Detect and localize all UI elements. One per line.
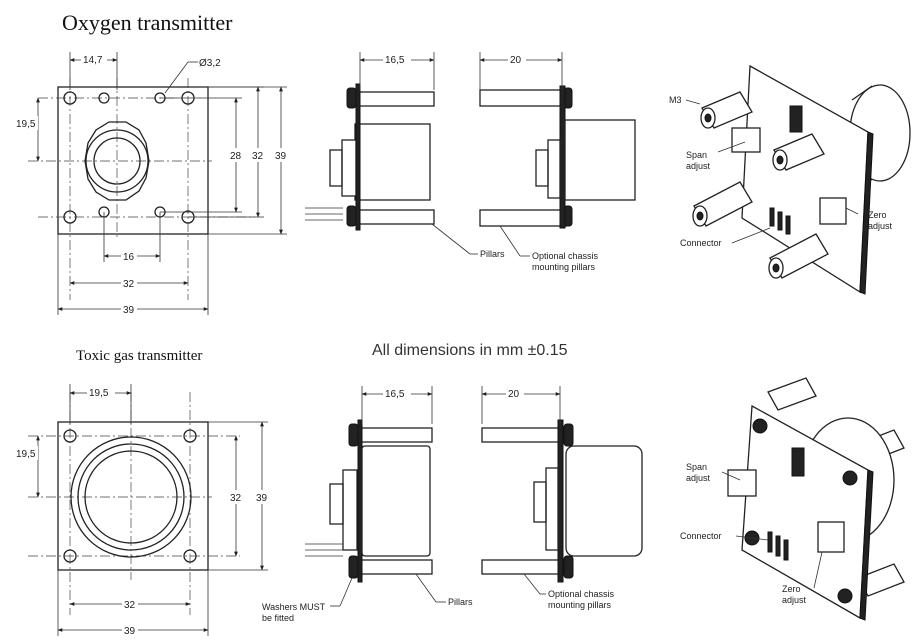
- oxygen-isometric-view: M3 Span adjust Zero adjust Connector: [669, 64, 911, 295]
- oxygen-front-view: 14,7 Ø3,2 19,5 28 32 39 16 32: [14, 52, 288, 316]
- optional-pillars-line1: Optional chassis: [548, 589, 615, 599]
- mounting-hole: [63, 91, 77, 105]
- washers-line2: be fitted: [262, 613, 294, 623]
- span-adjust-line1: Span: [686, 462, 707, 472]
- zero-adjust-line1: Zero: [868, 210, 887, 220]
- dim-19-5-top: 19,5: [89, 388, 109, 399]
- optional-pillars-line1: Optional chassis: [532, 251, 599, 261]
- dim-28: 28: [230, 151, 242, 162]
- zero-adjust-line1: Zero: [782, 584, 801, 594]
- dim-hole-diameter: Ø3,2: [199, 58, 221, 69]
- dim-16-5: 16,5: [385, 389, 405, 400]
- connector-label: Connector: [680, 531, 722, 541]
- dim-20: 20: [508, 389, 520, 400]
- toxic-side-view-left: 16,5 Washers MUST be fitted Pillars: [262, 386, 473, 623]
- toxic-title: Toxic gas transmitter: [76, 348, 202, 364]
- dim-16: 16: [123, 252, 135, 263]
- optional-pillars-line2: mounting pillars: [532, 262, 596, 272]
- pillars-label: Pillars: [448, 597, 473, 607]
- dim-16-5: 16,5: [385, 55, 405, 66]
- iso-pillar: [700, 91, 753, 129]
- span-adjust-line2: adjust: [686, 473, 711, 483]
- mounting-hole: [63, 429, 77, 443]
- mounting-hole: [98, 92, 110, 104]
- dim-19-5-left: 19,5: [16, 449, 36, 460]
- dim-19-5: 19,5: [16, 119, 36, 130]
- mounting-hole: [183, 549, 197, 563]
- dim-32-vertical: 32: [252, 151, 264, 162]
- oxygen-title: Oxygen transmitter: [62, 10, 233, 35]
- dim-39-horizontal: 39: [124, 626, 136, 637]
- dim-20: 20: [510, 55, 522, 66]
- dim-39-vertical: 39: [275, 151, 287, 162]
- span-adjust-line2: adjust: [686, 161, 711, 171]
- dim-32-horizontal: 32: [123, 279, 135, 290]
- mounting-hole: [183, 429, 197, 443]
- mounting-hole: [63, 549, 77, 563]
- pillars-label: Pillars: [480, 249, 505, 259]
- mounting-hole: [63, 210, 77, 224]
- dim-32-vertical: 32: [230, 493, 242, 504]
- oxygen-side-view-right: 20 Optional chassis mounting pillars: [479, 52, 636, 272]
- iso-pillar: [772, 133, 825, 171]
- zero-adjust-line2: adjust: [868, 221, 893, 231]
- dim-32-horizontal: 32: [124, 600, 136, 611]
- dim-14-7: 14,7: [83, 55, 103, 66]
- zero-adjust-line2: adjust: [782, 595, 807, 605]
- m3-label: M3: [669, 95, 682, 105]
- connector-label: Connector: [680, 238, 722, 248]
- toxic-side-view-right: 20 Optional chassis mounting pillars: [481, 386, 643, 610]
- oxygen-side-view-left: 16,5 Pillars: [305, 52, 505, 259]
- washers-line1: Washers MUST: [262, 602, 326, 612]
- span-adjust-line1: Span: [686, 150, 707, 160]
- toxic-front-view: 19,5 19,5 32 39 32 39: [14, 384, 269, 637]
- toxic-isometric-view: Span adjust Connector Zero adjust: [680, 377, 905, 621]
- dim-39-vertical: 39: [256, 493, 268, 504]
- dimensions-note: All dimensions in mm ±0.15: [372, 342, 568, 359]
- dim-39-horizontal: 39: [123, 305, 135, 316]
- optional-pillars-line2: mounting pillars: [548, 600, 612, 610]
- iso-pillar: [692, 181, 753, 227]
- iso-pillar: [768, 233, 829, 279]
